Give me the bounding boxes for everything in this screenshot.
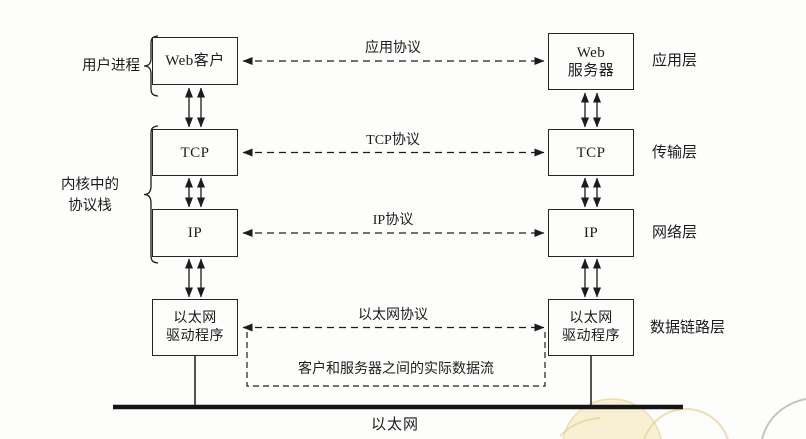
box-label: 驱动程序: [166, 328, 224, 344]
box-label: 以太网: [569, 310, 613, 326]
label-ethernet-protocol: 以太网协议: [358, 308, 428, 323]
label-actual-data-flow: 客户和服务器之间的实际数据流: [298, 362, 494, 377]
box-label: TCP: [576, 144, 606, 161]
box-server-tcp: TCP: [548, 129, 634, 176]
box-label: 服务器: [567, 62, 615, 79]
label-user-process: 用户进程: [82, 58, 140, 74]
box-label: IP: [583, 225, 599, 241]
box-server-web: Web 服务器: [548, 33, 634, 90]
box-label: IP: [187, 225, 203, 241]
user-process-brace: [143, 35, 159, 97]
label-application-protocol: 应用协议: [365, 41, 421, 56]
box-label: Web: [576, 44, 606, 61]
box-label: TCP: [180, 144, 210, 161]
label-kernel-line2: 协议栈: [68, 198, 112, 214]
bus-connectors: [194, 356, 592, 406]
label-transport-layer: 传输层: [652, 145, 698, 161]
box-client-driver: 以太网 驱动程序: [152, 299, 238, 356]
actual-data-flow-path: [246, 332, 546, 387]
label-ip-protocol: IP协议: [372, 213, 414, 228]
label-kernel-stack: 内核中的 协议栈: [46, 175, 134, 217]
box-client-web: Web客户: [152, 37, 238, 85]
box-server-ip: IP: [548, 209, 634, 257]
client-stack-arrows: [185, 87, 205, 298]
kernel-stack-brace: [143, 125, 159, 264]
label-tcp-protocol: TCP协议: [366, 133, 420, 148]
box-label: Web客户: [165, 53, 225, 69]
label-ethernet-bus: 以太网: [370, 417, 420, 433]
label-network-layer: 网络层: [652, 225, 698, 241]
server-stack-arrows: [581, 92, 601, 298]
box-label: 以太网: [173, 310, 217, 326]
protocol-arrows: [242, 57, 545, 332]
label-datalink-layer: 数据链路层: [650, 320, 726, 336]
box-server-driver: 以太网 驱动程序: [548, 299, 634, 356]
box-client-ip: IP: [152, 209, 238, 257]
label-application-layer: 应用层: [652, 53, 698, 69]
box-client-tcp: TCP: [152, 129, 238, 176]
box-label: 驱动程序: [562, 328, 620, 344]
label-kernel-line1: 内核中的: [61, 177, 119, 193]
